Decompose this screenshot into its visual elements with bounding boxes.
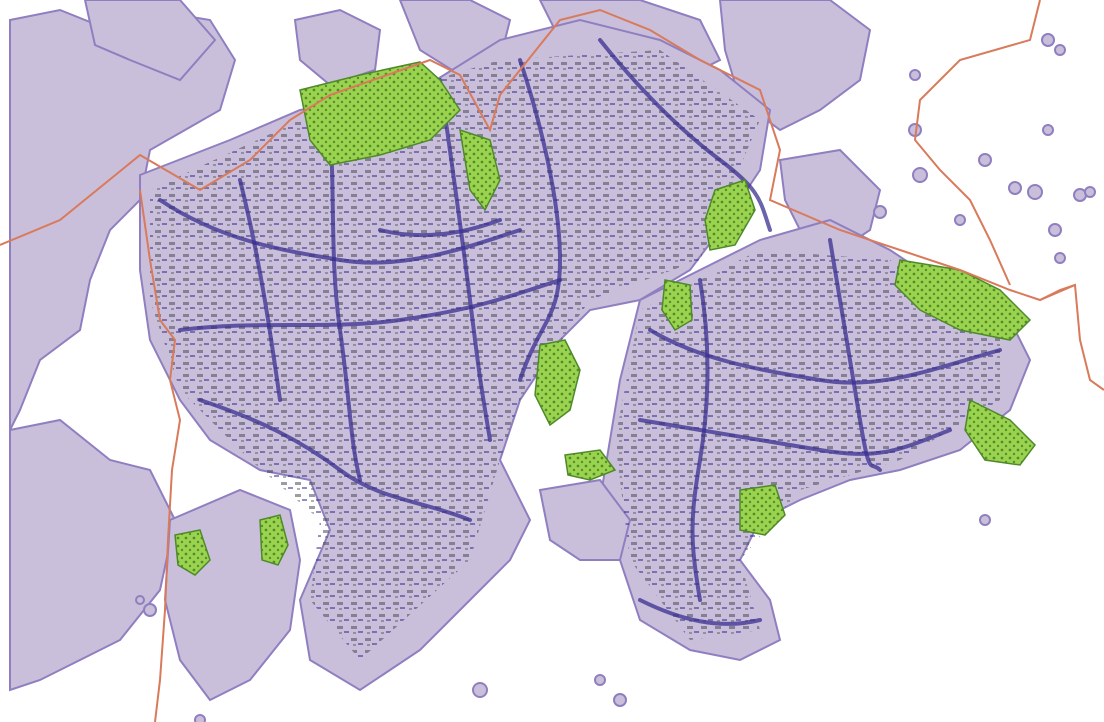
road-line: [598, 38, 772, 232]
urban-area-dot: [1042, 124, 1054, 136]
urban-area-dot: [594, 674, 606, 686]
urban-area-north-blob-1: [293, 8, 382, 87]
road-line: [828, 238, 882, 472]
urban-area-dot: [873, 205, 887, 219]
built-up-texture-overlays: [150, 50, 1000, 660]
road-line: [690, 278, 710, 602]
built-texture-east: [615, 250, 1000, 640]
green-space-north-strip: [459, 128, 501, 212]
road-line: [238, 178, 282, 402]
urban-area-dot: [1008, 181, 1022, 195]
urban-area-northeast-blob: [718, 0, 872, 132]
urban-area-southwest-polygon: [9, 418, 177, 692]
green-space-east-south-patch: [964, 398, 1036, 466]
urban-area-dot: [143, 603, 157, 617]
boundary-line-east-loop: [1039, 284, 1076, 301]
urban-area-dot: [978, 153, 992, 167]
green-space-southeast-patch: [739, 484, 786, 536]
urban-area-isolated-dots: [135, 33, 1096, 722]
green-space-central-park: [534, 339, 581, 427]
road-line: [378, 218, 502, 238]
green-space-center-south-patch: [564, 449, 617, 481]
urban-area-northwest-polygon: [83, 0, 217, 82]
road-line: [178, 278, 562, 332]
urban-area-dot: [912, 167, 928, 183]
urban-area-dot: [1048, 223, 1062, 237]
boundary-line-west-south: [139, 189, 182, 722]
green-space-south-patch: [259, 514, 289, 566]
urban-area-dot: [1084, 186, 1096, 198]
road-line: [198, 398, 472, 522]
green-space-northeast-park: [894, 259, 1032, 341]
urban-area-dot: [472, 682, 488, 698]
green-space-west-patch: [174, 529, 211, 576]
urban-core-south-lobe-polygon: [538, 478, 632, 561]
urban-area-dot: [979, 514, 991, 526]
green-space-polygons: [174, 61, 1036, 576]
built-texture-central: [150, 50, 760, 660]
urban-area-dot: [1041, 33, 1055, 47]
urban-area-dot: [135, 595, 145, 605]
urban-area-dot: [194, 714, 206, 722]
green-space-north-park: [299, 61, 461, 166]
road-line: [438, 78, 492, 442]
green-space-east-small: [661, 279, 693, 332]
urban-area-dot: [1027, 184, 1043, 200]
boundary-line-east: [913, 0, 1041, 286]
boundary-line-north: [0, 8, 1104, 391]
road-line: [638, 598, 762, 626]
urban-area-dot: [909, 69, 921, 81]
green-space-east-corridor: [704, 179, 756, 251]
road-line: [638, 418, 952, 456]
road-line: [648, 328, 1002, 385]
urban-area-dot: [1054, 252, 1066, 264]
urban-area-dot: [613, 693, 627, 707]
road-line: [328, 118, 362, 482]
urban-area-dot: [1054, 44, 1066, 56]
road-network-lines: [158, 38, 1002, 626]
urban-area-dot: [954, 214, 966, 226]
road-line: [518, 58, 563, 382]
